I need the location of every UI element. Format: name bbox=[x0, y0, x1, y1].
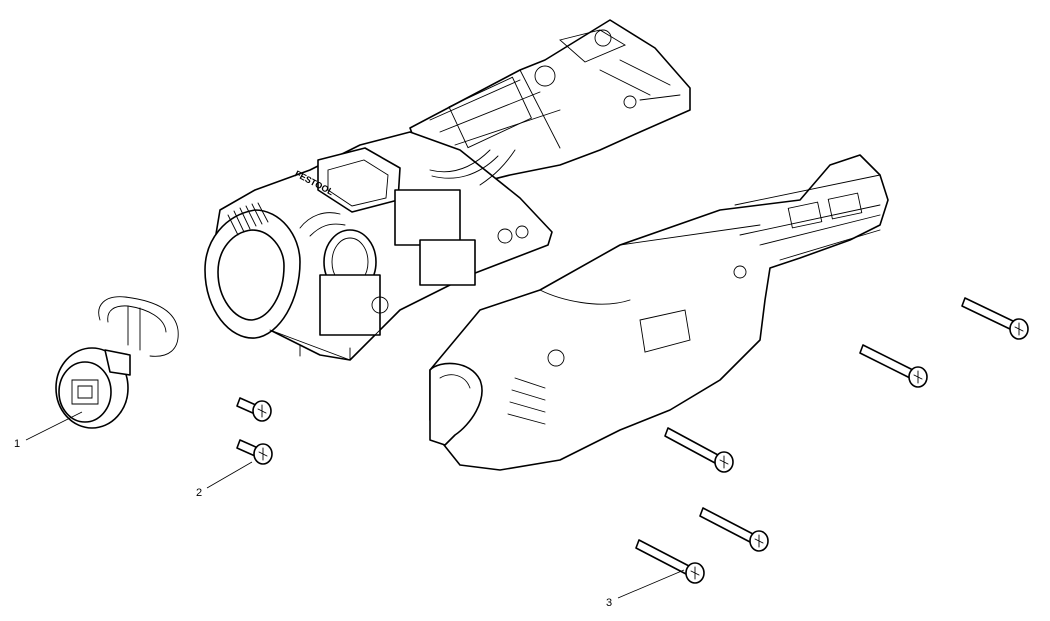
connector-socket bbox=[55, 296, 179, 429]
long-screw-2 bbox=[859, 344, 928, 388]
electronics-housing-assembly bbox=[204, 19, 691, 361]
leader-line-3 bbox=[617, 569, 685, 599]
callout-1: 1 bbox=[14, 438, 20, 450]
leader-line-2 bbox=[206, 461, 253, 489]
long-screw-3 bbox=[664, 427, 734, 473]
long-screw-1 bbox=[961, 297, 1029, 340]
short-screw-upper bbox=[236, 397, 272, 422]
long-screw-5 bbox=[635, 539, 705, 584]
leader-line-1 bbox=[25, 411, 83, 441]
lower-housing-shell bbox=[429, 154, 889, 471]
short-screw-lower bbox=[236, 439, 273, 465]
callout-2: 2 bbox=[196, 487, 202, 499]
callout-3: 3 bbox=[606, 597, 612, 609]
long-screw-4 bbox=[699, 507, 769, 552]
